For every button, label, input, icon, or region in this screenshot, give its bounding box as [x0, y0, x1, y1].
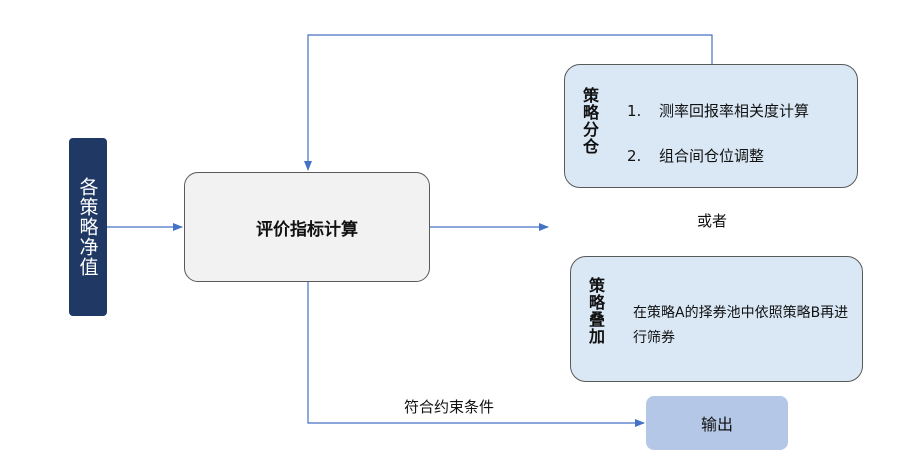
output-node: 输出	[646, 396, 788, 450]
calc-node-label: 评价指标计算	[256, 219, 358, 240]
split-item-number: 1.	[627, 102, 642, 120]
calc-node-metrics: 评价指标计算	[184, 172, 430, 282]
input-node-strategy-nav: 各策略净值	[69, 138, 107, 316]
split-item-text: 组合间仓位调整	[659, 147, 765, 165]
strategy-split-title: 策略分仓	[580, 87, 599, 155]
or-label: 或者	[697, 212, 728, 230]
strategy-split-node: 策略分仓 1. 测率回报率相关度计算 2. 组合间仓位调整	[564, 64, 858, 188]
input-node-label: 各策略净值	[76, 177, 99, 277]
strategy-overlay-node: 策略叠加 在策略A的择券池中依照策略B再进行筛券	[570, 256, 863, 382]
output-node-label: 输出	[700, 415, 733, 434]
split-item: 2. 组合间仓位调整	[627, 145, 764, 166]
arrow-feedback-loop	[304, 34, 713, 171]
arrow-calc-to-output	[307, 282, 645, 427]
constraint-label: 符合约束条件	[404, 398, 495, 416]
overlay-description: 在策略A的择券池中依照策略B再进行筛券	[633, 305, 849, 346]
split-item-number: 2.	[627, 147, 642, 165]
split-item: 1. 测率回报率相关度计算	[627, 100, 809, 121]
split-item-text: 测率回报率相关度计算	[659, 102, 810, 120]
strategy-overlay-title: 策略叠加	[586, 277, 605, 345]
